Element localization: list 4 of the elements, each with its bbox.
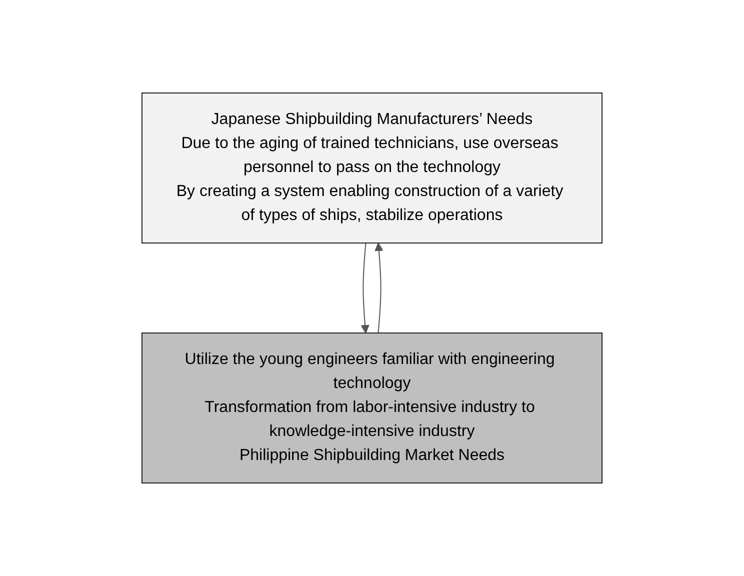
node-box: Japanese Shipbuilding Manufacturers’ Needs Due to the aging of trained technicians, use overseas personnel to pass on the technology By creating a system enabling construction of a variety of types of ships, stabilize operations [142, 92, 602, 244]
node-box: Utilize the young engineers familiar with engineering technology Transformation from labor-intensive industry to knowledge-intensive industry Philippine Shipbuilding Market Needs [142, 332, 602, 484]
arrow [374, 242, 384, 334]
arrow [360, 242, 370, 334]
